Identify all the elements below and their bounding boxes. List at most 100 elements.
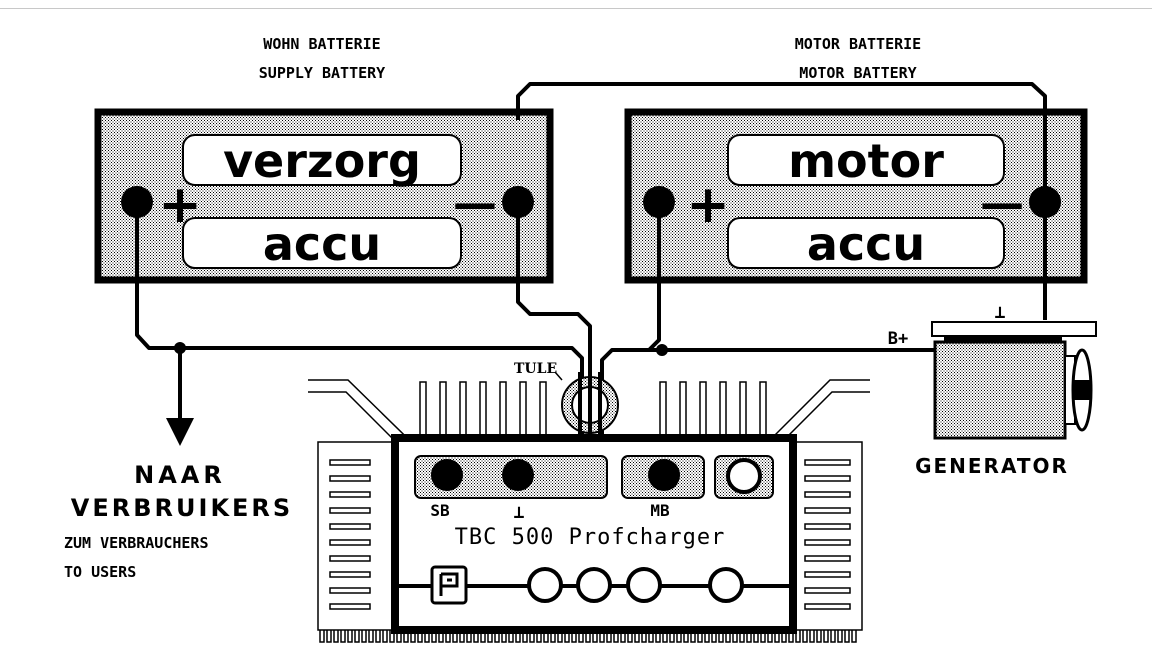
heatsink-tooth	[795, 630, 801, 643]
charger-name: TBC 500 Profcharger	[455, 525, 726, 550]
heatsink-tooth	[424, 630, 430, 643]
heatsink-right-bracket	[759, 379, 870, 451]
heatsink-tooth	[676, 630, 682, 643]
motor-label-bottom-box	[727, 217, 1005, 269]
wire-ground-loop-top	[516, 82, 1047, 202]
supply-label-top-box	[182, 134, 462, 186]
motor-label-de: MOTOR BATTERIE	[795, 35, 921, 53]
heatsink-tooth	[669, 630, 675, 643]
generator-pulley-hub	[1073, 380, 1091, 400]
terminal-ground	[502, 459, 534, 491]
heatsink-tooth	[809, 630, 815, 643]
heatsink-tooth	[389, 630, 395, 643]
heatsink-tooth	[319, 630, 325, 643]
heatsink-tooth	[627, 630, 633, 643]
heatsink-tooth	[515, 630, 521, 643]
heatsink-tooth	[543, 630, 549, 643]
heatsink-side-fin	[804, 507, 851, 514]
motor-name-bottom: accu	[807, 217, 925, 271]
heatsink-tooth	[774, 630, 780, 643]
heatsink-tooth	[592, 630, 598, 643]
heatsink-tooth	[851, 630, 857, 643]
heatsink-side-fins	[329, 459, 851, 610]
generator	[931, 321, 1097, 440]
charger-panel: SB ⊥ MB TBC 500 Profcharger	[391, 434, 797, 634]
heatsink-tooth	[837, 630, 843, 643]
heatsink-side-fin	[329, 523, 371, 530]
terminal-spare	[726, 458, 762, 494]
motor-minus-sign: —	[980, 178, 1024, 229]
heatsink-right-block	[792, 441, 863, 631]
heatsink-tooth	[641, 630, 647, 643]
heatsink-side-fin	[804, 539, 851, 546]
heatsink-fin	[659, 381, 667, 438]
heatsink-tooth	[802, 630, 808, 643]
motor-label-top-box	[727, 134, 1005, 186]
heatsink-tooth	[620, 630, 626, 643]
grommet-pointer	[554, 371, 563, 381]
heatsink-tooth	[368, 630, 374, 643]
heatsink-fin	[459, 381, 467, 438]
heatsink-side-fin	[329, 555, 371, 562]
terminal-mb-label: MB	[650, 501, 670, 520]
motor-plus-sign: +	[686, 175, 730, 235]
heatsink-tooth	[410, 630, 416, 643]
heatsink-tooth	[613, 630, 619, 643]
heatsink-tooth	[508, 630, 514, 643]
heatsink-side-fin	[804, 603, 851, 610]
heatsink-tooth	[501, 630, 507, 643]
heatsink-tooth	[739, 630, 745, 643]
heatsink-tooth	[473, 630, 479, 643]
heatsink-fin	[499, 381, 507, 438]
heatsink-tooth	[781, 630, 787, 643]
heatsink-side-fin	[329, 507, 371, 514]
heatsink-tooth	[655, 630, 661, 643]
heatsink-tooth	[340, 630, 346, 643]
heatsink-tooth	[564, 630, 570, 643]
heatsink-tooth	[403, 630, 409, 643]
supply-label-en: SUPPLY BATTERY	[259, 64, 385, 82]
heatsink-tooth	[683, 630, 689, 643]
heatsink-tooth	[746, 630, 752, 643]
heatsink-tooth	[347, 630, 353, 643]
supply-plus-sign: +	[158, 175, 202, 235]
heatsink-fin	[519, 381, 527, 438]
heatsink-tooth	[816, 630, 822, 643]
heatsink-tooth	[760, 630, 766, 643]
heatsink-side-fin	[804, 475, 851, 482]
generator-top-plate	[931, 321, 1097, 337]
heatsink-fin	[759, 381, 767, 438]
heatsink-tooth	[361, 630, 367, 643]
charger-heatsink	[308, 379, 870, 643]
heatsink-right-bracket-inner	[771, 391, 870, 453]
heatsink-tooth	[382, 630, 388, 643]
consumers-arrow-icon	[166, 418, 194, 446]
heatsink-side-fin	[329, 491, 371, 498]
heatsink-side-fin	[329, 587, 371, 594]
heatsink-tooth	[634, 630, 640, 643]
heatsink-tooth	[326, 630, 332, 643]
heatsink-tooth	[480, 630, 486, 643]
heatsink-side-fin	[804, 523, 851, 530]
heatsink-tooth	[557, 630, 563, 643]
heatsink-side-fin	[804, 459, 851, 466]
motor-name-top: motor	[788, 134, 944, 188]
consumers-title-1: NAAR	[134, 461, 226, 489]
heatsink-side-fin	[329, 459, 371, 466]
heatsink-tooth	[732, 630, 738, 643]
heatsink-tooth	[725, 630, 731, 643]
heatsink-tooth	[690, 630, 696, 643]
heatsink-side-fin	[804, 555, 851, 562]
supply-label-bottom-box	[182, 217, 462, 269]
terminal-sb	[431, 459, 463, 491]
heatsink-tooth	[536, 630, 542, 643]
heatsink-fin	[739, 381, 747, 438]
grommet	[561, 372, 619, 440]
heatsink-tooth	[494, 630, 500, 643]
heatsink-tooth	[662, 630, 668, 643]
heatsink-tooth	[704, 630, 710, 643]
heatsink-tooth	[333, 630, 339, 643]
heatsink-tooth	[417, 630, 423, 643]
